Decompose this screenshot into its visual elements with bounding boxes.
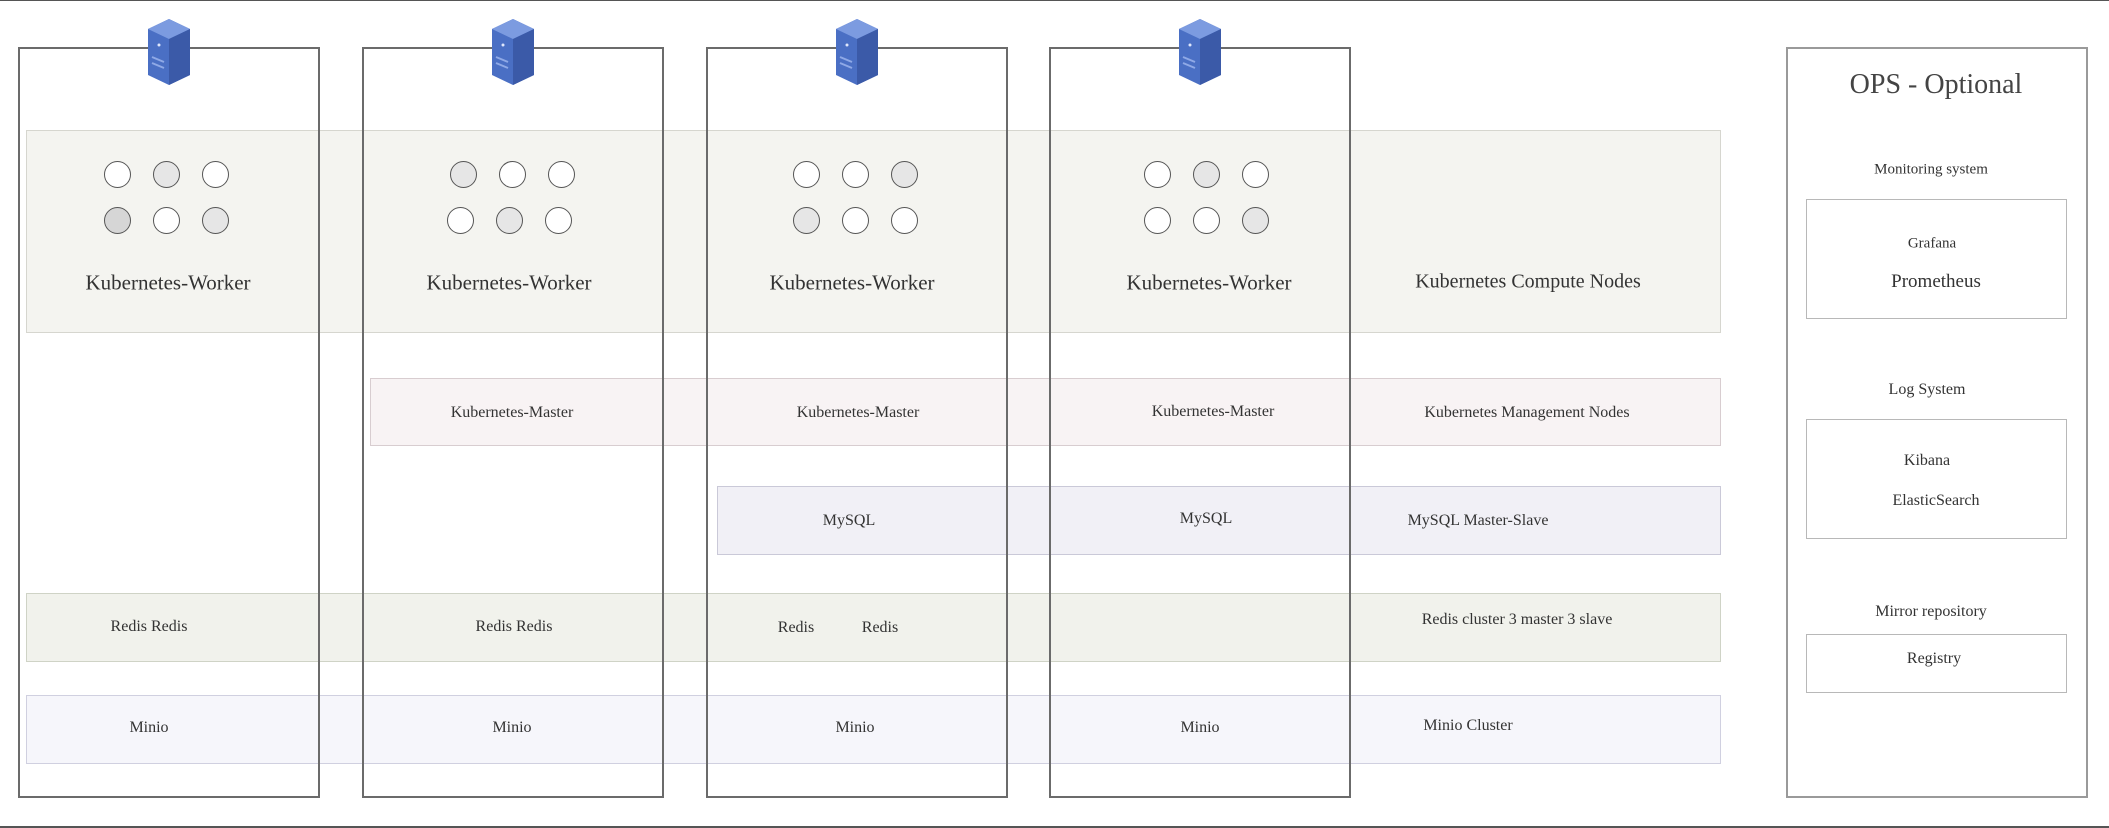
minio-label-2: Minio: [492, 719, 532, 736]
redis-label-3: Redis: [777, 619, 815, 636]
pod-circle: [1242, 161, 1269, 188]
server-column-4: [1049, 19, 1351, 798]
mirror-repository-heading: Mirror repository: [1875, 603, 1987, 620]
pod-circle: [202, 207, 229, 234]
worker-label-2: Kubernetes-Worker: [426, 270, 592, 295]
pod-circle: [1193, 161, 1220, 188]
registry-label: Registry: [1906, 650, 1962, 667]
kibana-label: Kibana: [1903, 452, 1951, 469]
pod-circle: [891, 161, 918, 188]
management-nodes-band: [370, 378, 1721, 446]
mysql-layer-label: MySQL Master-Slave: [1407, 512, 1549, 529]
log-system-heading: Log System: [1888, 381, 1966, 398]
master-label-2: Kubernetes-Master: [796, 404, 920, 421]
pod-circle: [545, 207, 572, 234]
redis-band: [26, 593, 1721, 662]
worker-label-1: Kubernetes-Worker: [85, 270, 251, 295]
grafana-label: Grafana: [1907, 235, 1957, 252]
monitoring-heading: Monitoring system: [1874, 161, 1988, 178]
server-icon: [148, 19, 190, 85]
pod-circle: [153, 207, 180, 234]
pod-circle: [447, 207, 474, 234]
redis-label-4: Redis: [861, 619, 899, 636]
compute-nodes-band: [26, 130, 1721, 333]
mysql-band: [717, 486, 1721, 555]
pod-circle: [1144, 207, 1171, 234]
pod-circle: [104, 161, 131, 188]
pod-circle: [842, 207, 869, 234]
server-icon: [836, 19, 878, 85]
minio-label-4: Minio: [1180, 719, 1220, 736]
monitoring-box: [1806, 199, 2067, 319]
pod-circle: [499, 161, 526, 188]
pod-circle: [1242, 207, 1269, 234]
master-label-1: Kubernetes-Master: [450, 404, 574, 421]
pod-circle: [496, 207, 523, 234]
pod-circle: [1193, 207, 1220, 234]
prometheus-label: Prometheus: [1891, 271, 1981, 292]
management-nodes-label: Kubernetes Management Nodes: [1424, 404, 1630, 421]
worker-label-4: Kubernetes-Worker: [1126, 270, 1292, 295]
top-border: [0, 0, 2109, 1]
compute-nodes-label: Kubernetes Compute Nodes: [1415, 270, 1641, 293]
server-column-2: [362, 19, 664, 798]
pod-circle: [793, 207, 820, 234]
pod-circle: [104, 207, 131, 234]
pod-circle: [153, 161, 180, 188]
pod-circle: [1144, 161, 1171, 188]
redis-label-1: Redis Redis: [110, 618, 188, 635]
redis-layer-label: Redis cluster 3 master 3 slave: [1421, 611, 1613, 628]
server-icon: [492, 19, 534, 85]
server-icon: [1179, 19, 1221, 85]
pod-circle: [793, 161, 820, 188]
minio-label-3: Minio: [835, 719, 875, 736]
pod-circle: [891, 207, 918, 234]
bottom-border: [0, 826, 2109, 828]
pod-circle: [202, 161, 229, 188]
mysql-label-2: MySQL: [1179, 510, 1233, 527]
worker-label-3: Kubernetes-Worker: [769, 270, 935, 295]
log-system-box: [1806, 419, 2067, 539]
minio-label-1: Minio: [129, 719, 169, 736]
redis-label-2: Redis Redis: [475, 618, 553, 635]
pod-circle: [548, 161, 575, 188]
elasticsearch-label: ElasticSearch: [1892, 492, 1980, 509]
mysql-label-1: MySQL: [822, 512, 876, 529]
minio-band: [26, 695, 1721, 764]
minio-layer-label: Minio Cluster: [1423, 717, 1513, 734]
ops-title: OPS - Optional: [1849, 69, 2023, 100]
pod-circle: [842, 161, 869, 188]
mirror-repository-box: [1806, 634, 2067, 693]
pod-circle: [450, 161, 477, 188]
server-column-3: [706, 19, 1008, 798]
server-column-1: [18, 19, 320, 798]
ops-panel: [1786, 47, 2088, 798]
master-label-3: Kubernetes-Master: [1151, 403, 1275, 420]
